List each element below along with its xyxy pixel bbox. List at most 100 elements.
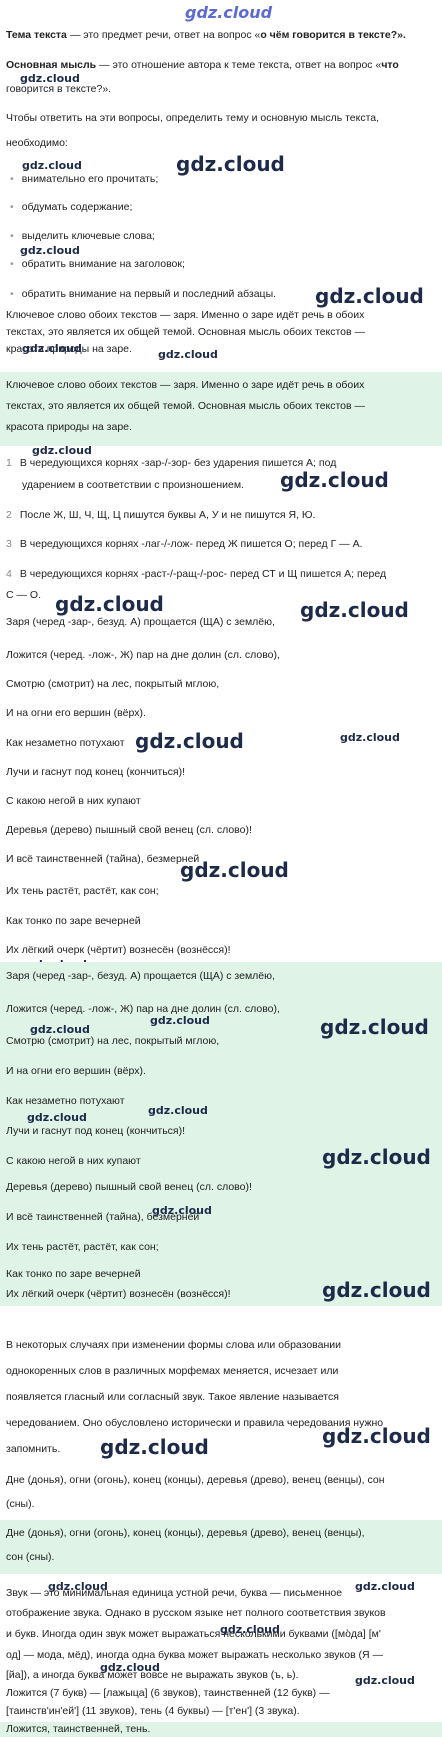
poem-green-line: С какою негой в них купают [6,1155,141,1167]
poem-green-line: И на огни его вершин (вёрх). [6,1065,146,1077]
poem-green-line: Лучи и гаснут под конец (кончиться)! [6,1125,186,1137]
needed-line-2: необходимо: [6,137,68,149]
keyword-green-1: Ключевое слово обоих текстов — заря. Име… [6,379,365,391]
poem-line: Как незаметно потухают [6,737,125,749]
poem-line: С какою негой в них купают [6,795,141,807]
needed-line-1: Чтобы ответить на эти вопросы, определит… [6,112,380,124]
poem-line: Деревья (дерево) пышный свой венец (сл. … [6,824,252,836]
poem-green-line: И всё таинственней (тайна), безмерней [6,1211,200,1223]
watermark: gdz.cloud [176,152,285,176]
watermark: gdz.cloud [220,1623,280,1636]
alternation-line: появляется гласный или согласный звук. Т… [6,1391,339,1403]
main-rest: — это отношение автора к теме текста, от… [96,59,382,71]
poem-green-line: Смотрю (смотрит) на лес, покрытый мглою, [6,1035,220,1047]
watermark: gdz.cloud [300,598,409,622]
watermark: gdz.cloud [48,1580,108,1593]
sound-line: од] — мода, мёд), иногда одна буква може… [6,1649,384,1661]
sound-line: [йа]), а иногда буква может вовсе не выр… [6,1669,299,1681]
poem-green-line: Их лёгкий очерк (чёртит) вознесён (вознё… [6,1288,231,1300]
watermark: gdz.cloud [100,1661,160,1674]
bullet-item: •обдумать содержание; [10,201,133,213]
keyword-green-2: текстах, это является их общей темой. Ос… [6,400,366,412]
keyword-answer-box: Ключевое слово обоих текстов — заря. Име… [0,372,442,446]
poem-line: Как тонко по заре вечерней [6,915,141,927]
bullet-item: •обратить внимание на заголовок; [10,258,185,270]
watermark: gdz.cloud [355,1674,415,1687]
final-answer-box: Ложится, таинственней, тень. [0,1722,442,1737]
watermark: gdz.cloud [355,1580,415,1593]
definition-main: Основная мысль — это отношение автора к … [6,58,434,73]
watermark: gdz.cloud [22,342,82,355]
watermark: gdz.cloud [150,1014,210,1027]
bullet-item: •обратить внимание на первый и последний… [10,288,277,300]
watermark: gdz.cloud [22,159,82,172]
bullet-item: •выделить ключевые слова; [10,230,155,242]
watermark: gdz.cloud [180,858,289,882]
watermark: gdz.cloud [27,1111,87,1124]
poem-green-line: Их тень растёт, растёт, как сон; [6,1241,159,1253]
poem-line: Заря (черед -зар-, безуд. А) прощается (… [6,616,275,628]
poem-green-line: Деревья (дерево) пышный свой венец (сл. … [6,1181,252,1193]
sound-line: отображение звука. Однако в русском язык… [6,1607,386,1619]
main-question: что [381,59,399,71]
watermark: gdz.cloud [32,444,92,457]
definition-topic: Тема текста — это предмет речи, ответ на… [6,28,434,43]
watermark: gdz.cloud [340,731,400,744]
poem-line: Ложится (черед. -лож-, Ж) пар на дне дол… [6,649,280,661]
poem-line: Смотрю (смотрит) на лес, покрытый мглою, [6,678,220,690]
alternation-line: чередованием. Оно обусловлено историческ… [6,1417,384,1429]
watermark: gdz.cloud [20,244,80,257]
watermark: gdz.cloud [315,284,424,308]
words-green-line: Дне (донья), огни (огонь), конец (концы)… [6,1527,365,1539]
watermark: gdz.cloud [152,1204,212,1217]
watermark: gdz.cloud [322,1145,431,1169]
watermark: gdz.cloud [158,348,218,361]
poem-line: Их лёгкий очерк (чёртит) вознесён (вознё… [6,944,231,956]
rule-item-cont: С — О. [6,589,42,601]
words-plain-line: (сны). [6,1498,35,1510]
sound-line: и букв. Иногда один звук может выражатьс… [6,1628,381,1640]
poem-line: Лучи и гаснут под конец (кончиться)! [6,766,186,778]
poem-green-line: Как тонко по заре вечерней [6,1268,141,1280]
watermark: gdz.cloud [280,468,389,492]
sound-line: Звук — это минимальная единица устной ре… [6,1587,343,1599]
definition-main-line2: говорится в тексте?». [6,83,112,95]
main-term: Основная мысль [6,59,97,71]
topic-question: о чём [260,29,290,41]
bullet-item: •внимательно его прочитать; [10,173,159,185]
keyword-plain-2: текстах, это является их общей темой. Ос… [6,326,366,338]
watermark: gdz.cloud [55,592,164,616]
watermark: gdz.cloud [322,1424,431,1448]
poem-line: И всё таинственней (тайна), безмерней [6,853,200,865]
watermark: gdz.cloud [30,1023,90,1036]
watermark-top: gdz.cloud [185,3,273,22]
keyword-plain-1: Ключевое слово обоих текстов — заря. Име… [6,309,365,321]
alternation-line: В некоторых случаях при изменении формы … [6,1339,341,1351]
watermark: gdz.cloud [20,72,80,85]
words-plain-line: Дне (донья), огни (огонь), конец (концы)… [6,1474,385,1486]
watermark: gdz.cloud [148,1104,208,1117]
alternation-line: запомнить. [6,1443,61,1455]
poem-line: Их тень растёт, растёт, как сон; [6,885,159,897]
poem-green-line: Как незаметно потухают [6,1095,125,1107]
words-answer-box: Дне (донья), огни (огонь), конец (концы)… [0,1520,442,1574]
topic-question-2: говорится в тексте?». [289,29,406,41]
topic-rest: — это предмет речи, ответ на вопрос « [66,29,261,41]
poem-green-line: Ложится (черед. -лож-, Ж) пар на дне дол… [6,1003,280,1015]
poem-line: И на огни его вершин (вёрх). [6,707,146,719]
keyword-green-3: красота природы на заре. [6,421,132,433]
watermark: gdz.cloud [322,1278,431,1302]
poem-answer-box: Заря (черед -зар-, безуд. А) прощается (… [0,962,442,1306]
watermark: gdz.cloud [135,729,244,753]
topic-term: Тема текста [6,29,67,41]
words-green-line: сон (сны). [6,1551,55,1563]
sound-line: [таинств'ин'ей'] (11 звуков), тень (4 бу… [6,1705,300,1717]
rule-item-cont: ударением в соответствии с произношением… [22,479,244,491]
sound-line: Ложится (7 букв) — [лажыца] (6 звуков), … [6,1687,330,1699]
poem-green-line: Заря (черед -зар-, безуд. А) прощается (… [6,970,275,982]
watermark: gdz.cloud [100,1435,209,1459]
alternation-line: однокоренных слов в различных морфемах м… [6,1365,339,1377]
